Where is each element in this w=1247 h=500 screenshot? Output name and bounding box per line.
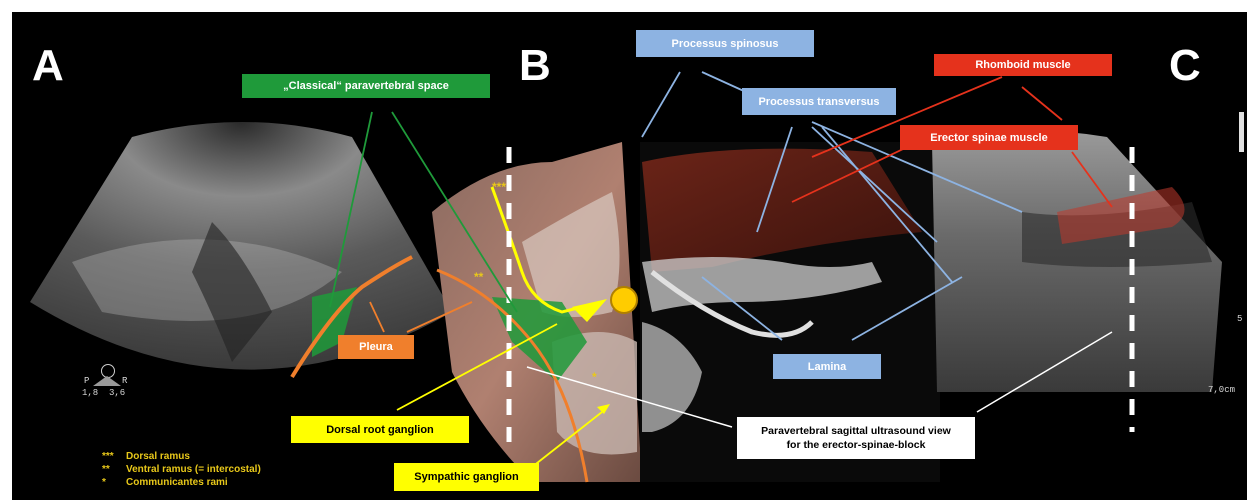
mark-double-star: ** [474,270,483,284]
legend-text: Ventral ramus (= intercostal) [126,464,261,475]
label-sagittal-view: Paravertebral sagittal ultrasound view f… [737,417,975,459]
label-sagittal-line2: for the erector-spinae-block [787,438,926,452]
spinal-cord-b [611,287,637,313]
panel-letter-b: B [519,44,551,88]
label-rhomboid: Rhomboid muscle [934,54,1112,76]
probe-p: P [84,376,89,386]
legend-item: ***Dorsal ramus [102,450,261,463]
label-sagittal-line1: Paravertebral sagittal ultrasound view [761,424,951,438]
label-lamina: Lamina [773,354,881,379]
legend-text: Communicantes rami [126,477,228,488]
illustration-svg [12,12,1247,500]
mark-triple-star: *** [492,180,506,194]
legend: ***Dorsal ramus **Ventral ramus (= inter… [102,450,261,489]
label-processus-transversus: Processus transversus [742,88,896,115]
legend-mark: * [102,476,126,489]
probe-nums: 1,8 3,6 [82,388,125,398]
mark-single-star: * [592,370,597,384]
panel-letter-c: C [1169,44,1201,88]
label-sympathic-ganglion: Sympathic ganglion [394,463,539,491]
scale-mark: 5 [1237,314,1242,324]
legend-mark: ** [102,463,126,476]
probe-r: R [122,376,127,386]
figure-frame: A B C „Classical“ paravertebral space Pr… [12,12,1247,500]
legend-text: Dorsal ramus [126,451,190,462]
panel-letter-a: A [32,44,64,88]
label-pleura: Pleura [338,335,414,359]
depth-readout: 7,0cm [1208,385,1235,395]
label-processus-spinosus: Processus spinosus [636,30,814,57]
label-dorsal-root-ganglion: Dorsal root ganglion [291,416,469,443]
legend-item: *Communicantes rami [102,476,261,489]
legend-item: **Ventral ramus (= intercostal) [102,463,261,476]
probe-orientation-icon: P R 1,8 3,6 [88,364,130,400]
label-erector-spinae: Erector spinae muscle [900,125,1078,150]
depth-scale-bar [1239,112,1244,152]
legend-mark: *** [102,450,126,463]
label-classical-space: „Classical“ paravertebral space [242,74,490,98]
